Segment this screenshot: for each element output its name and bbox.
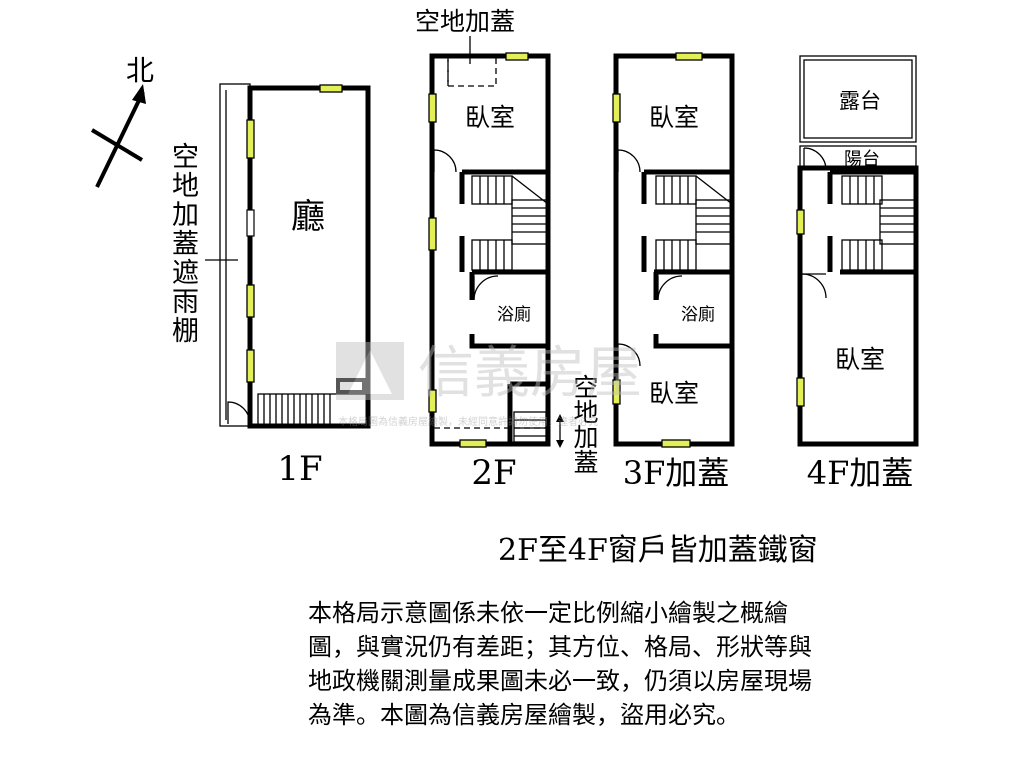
watermark-logo	[336, 342, 404, 400]
floor-3f-label: 3F加蓋	[623, 454, 730, 492]
balcony-label: 陽台	[844, 149, 880, 170]
floor-4f-label: 4F加蓋	[807, 454, 914, 492]
addition-side-label: 空地加蓋	[570, 374, 599, 474]
bedroom-label-3f-top: 臥室	[649, 103, 699, 132]
compass: 北	[90, 54, 154, 188]
window	[428, 93, 437, 123]
stairs-2f	[471, 175, 549, 271]
window	[796, 377, 805, 407]
floor-1f: 廳 1F	[205, 83, 371, 489]
canopy-outline	[219, 83, 251, 427]
window	[319, 84, 343, 93]
window	[612, 379, 621, 405]
stairs-4f	[841, 175, 917, 271]
watermark: 信義房屋 本格局圖為信義房屋繪製，未經同意許請勿使用，違者必究	[336, 341, 642, 428]
watermark-brand: 信義房屋	[418, 341, 642, 406]
window	[505, 52, 529, 61]
window	[246, 284, 255, 318]
floor-3f: 臥室 浴廁 臥室 3F加蓋	[612, 52, 735, 492]
window	[459, 439, 487, 448]
window	[612, 93, 621, 123]
window	[246, 349, 255, 383]
floor-4f: 露台 陽台 臥室 4F加蓋	[796, 55, 919, 492]
entry-door	[227, 401, 251, 425]
stairs-3f	[655, 175, 733, 271]
north-label: 北	[126, 54, 154, 87]
hall-label: 廳	[291, 197, 325, 237]
disclaimer-text: 本格局示意圖係未依一定比例縮小繪製之概繪圖，與實況仍有差距；其方位、格局、形狀等…	[308, 599, 812, 729]
bedroom-label-3f-bottom: 臥室	[649, 379, 699, 408]
bathroom-label-2f: 浴廁	[497, 304, 531, 325]
floor-1f-label: 1F	[277, 449, 322, 489]
window	[428, 217, 437, 251]
window	[246, 119, 255, 159]
window	[428, 389, 437, 413]
iron-window-note: 2F至4F窗戶皆加蓋鐵窗	[498, 533, 818, 568]
window	[796, 209, 805, 235]
window	[661, 439, 691, 448]
floor-2f: 臥室 浴廁 空地加蓋 2F	[415, 7, 564, 493]
watermark-caption: 本格局圖為信義房屋繪製，未經同意許請勿使用，違者必究	[338, 415, 598, 428]
bedroom-label-2f: 臥室	[465, 103, 515, 132]
bathroom-label-3f: 浴廁	[681, 304, 715, 325]
stairs-1f	[257, 378, 369, 427]
window	[675, 52, 703, 61]
floor-2f-label: 2F	[471, 453, 516, 493]
terrace-label: 露台	[839, 89, 881, 113]
canopy-label: 空地加蓋遮雨棚	[167, 142, 198, 345]
addition-top-label: 空地加蓋	[415, 7, 515, 36]
bedroom-label-4f: 臥室	[835, 345, 885, 374]
terrace-outline	[799, 55, 917, 143]
